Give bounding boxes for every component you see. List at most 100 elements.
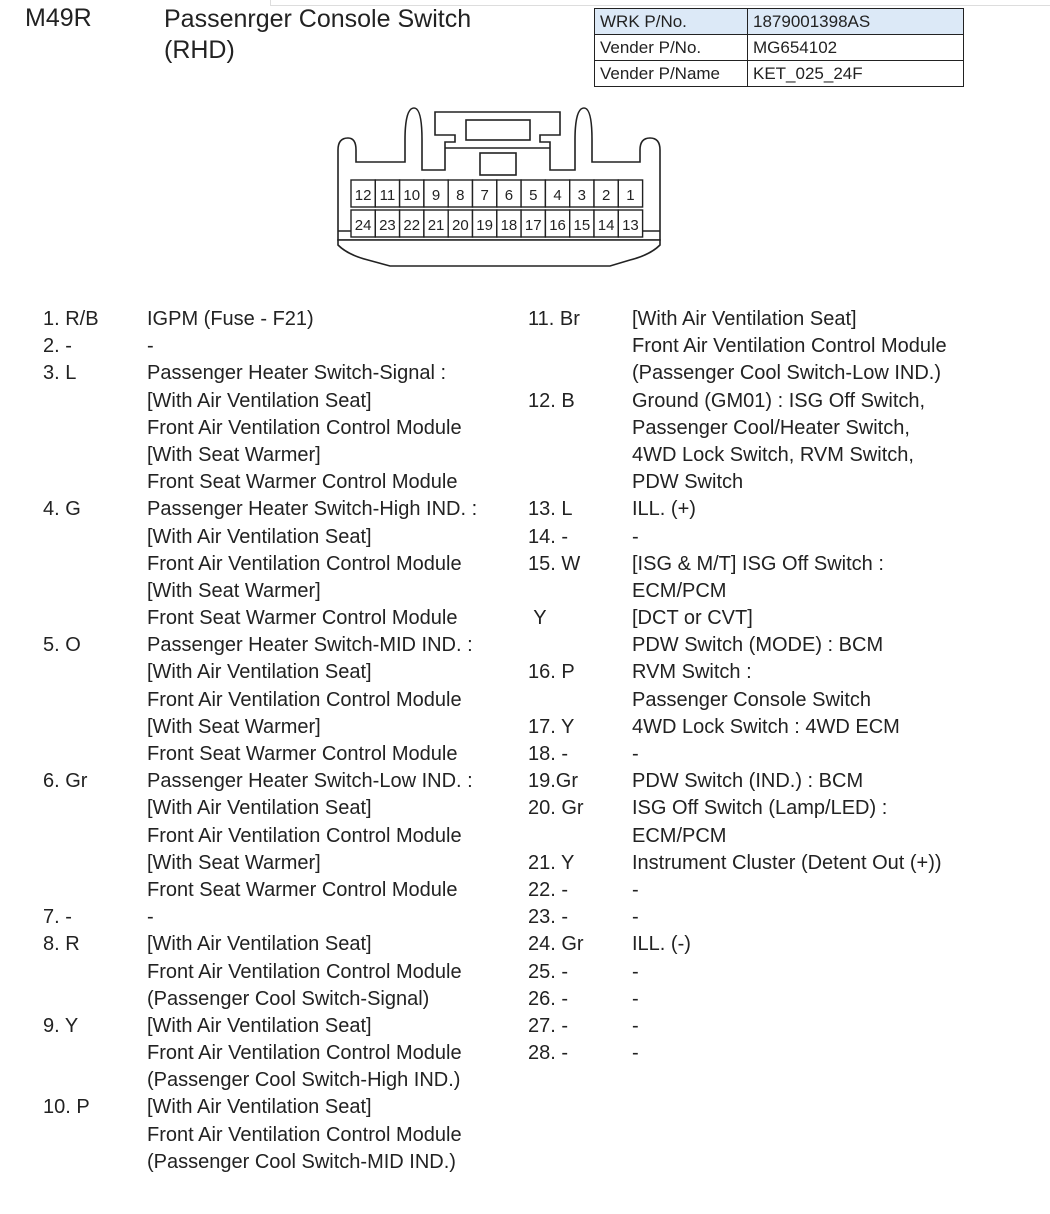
pin-entry: 15. W[ISG & M/T] ISG Off Switch :ECM/PCM <box>528 551 947 605</box>
pin-row: Front Seat Warmer Control Module <box>43 605 477 632</box>
pin-number: 13 <box>622 217 639 234</box>
pin-number: 14 <box>598 217 615 234</box>
pin-label <box>43 741 147 768</box>
pin-description: [With Air Ventilation Seat] <box>147 525 372 548</box>
pin-list-right: 11. Br[With Air Ventilation Seat]Front A… <box>528 306 947 1067</box>
pin-label <box>43 1040 147 1067</box>
pin-cavity <box>423 179 449 208</box>
pin-label <box>43 415 147 442</box>
pin-row: 25. -- <box>528 959 947 986</box>
pin-label <box>43 1122 147 1149</box>
pin-label: 23. - <box>528 906 569 929</box>
pin-entry: 23. - - <box>528 904 947 931</box>
pin-number: 12 <box>355 187 372 204</box>
pin-row: 14. -- <box>528 524 947 551</box>
pin-description: Passenger Heater Switch-High IND. : <box>147 498 478 521</box>
pin-row: [With Air Ventilation Seat] <box>43 388 477 415</box>
pin-description: Front Air Ventilation Control Module <box>147 1123 462 1146</box>
pin-label <box>528 360 632 387</box>
pin-number: 10 <box>403 187 420 204</box>
pin-description: Passenger Console Switch <box>632 688 872 711</box>
pin-description: - <box>147 335 154 358</box>
pin-label: 10. P <box>43 1096 90 1119</box>
pin-row: 18. -- <box>528 741 947 768</box>
pin-label <box>43 714 147 741</box>
part-number-table: WRK P/No.1879001398AS Vender P/No.MG6541… <box>594 8 964 87</box>
pin-description: ISG Off Switch (Lamp/LED) : <box>632 797 888 820</box>
pin-label <box>528 333 632 360</box>
pin-description: (Passenger Cool Switch-Low IND.) <box>632 362 941 385</box>
pin-description: Front Air Ventilation Control Module <box>147 960 462 983</box>
pin-description: Front Seat Warmer Control Module <box>147 607 458 630</box>
pin-entry: 26. -- <box>528 986 947 1013</box>
pin-description: - <box>632 525 639 548</box>
pin-label <box>43 687 147 714</box>
pin-label: 12. B <box>528 389 575 412</box>
pin-entry: 28. -- <box>528 1040 947 1067</box>
pin-description: (Passenger Cool Switch-MID IND.) <box>147 1150 456 1173</box>
pin-label <box>43 578 147 605</box>
pin-description: 4WD Lock Switch : 4WD ECM <box>632 715 900 738</box>
pin-description: ECM/PCM <box>632 579 727 602</box>
pin-description: RVM Switch : <box>632 661 752 684</box>
table-label: Vender P/Name <box>594 60 748 87</box>
pin-cavity <box>374 179 401 208</box>
pin-description: Instrument Cluster (Detent Out (+)) <box>632 851 942 874</box>
pin-description: - <box>632 906 639 929</box>
pin-description: Front Air Ventilation Control Module <box>147 824 462 847</box>
pin-row: Y[DCT or CVT] <box>528 605 947 632</box>
pin-cavity <box>471 179 498 208</box>
pin-description: - <box>632 743 639 765</box>
pin-entry: 22. -- <box>528 877 947 904</box>
pin-label <box>43 551 147 578</box>
pin-number: 11 <box>380 187 396 204</box>
pin-row: 28. -- <box>528 1040 947 1067</box>
title-line-1: Passenrger Console Switch <box>164 5 472 33</box>
pin-cavity <box>471 209 498 238</box>
pin-row: 11. Br[With Air Ventilation Seat] <box>528 306 947 333</box>
pin-label <box>528 632 632 659</box>
pin-number: 7 <box>480 187 488 204</box>
pin-description: [With Air Ventilation Seat] <box>147 933 372 956</box>
pin-row: Front Air Ventilation Control Module <box>43 959 477 986</box>
pin-cavity <box>520 209 547 238</box>
pin-label: 7. - <box>43 906 72 929</box>
pin-number: 17 <box>525 217 542 234</box>
pin-row: Front Air Ventilation Control Module <box>43 823 477 850</box>
pin-description: [With Air Ventilation Seat] <box>147 1096 372 1119</box>
pin-description: Front Seat Warmer Control Module <box>147 878 458 901</box>
pin-label: 2. - <box>43 335 72 358</box>
pin-number: 19 <box>476 217 493 234</box>
pin-description: 4WD Lock Switch, RVM Switch, <box>632 443 914 466</box>
pin-row: (Passenger Cool Switch-High IND.) <box>43 1067 477 1094</box>
pin-entry: 27. -- <box>528 1013 947 1040</box>
pin-number: 8 <box>456 187 464 204</box>
pin-description: ILL. (+) <box>632 498 696 521</box>
pin-label <box>43 1067 147 1094</box>
connector-title: Passenrger Console Switch (RHD) <box>164 4 471 66</box>
pin-cavity <box>496 179 522 208</box>
pin-label <box>43 469 147 496</box>
pin-entry: 9. Y[With Air Ventilation Seat]Front Air… <box>43 1013 477 1095</box>
pin-row: [With Seat Warmer] <box>43 850 477 877</box>
pin-number: 1 <box>626 187 634 204</box>
table-value: KET_025_24F <box>747 60 964 87</box>
pin-label <box>43 877 147 904</box>
table-row: Vender P/No.MG654102 <box>594 34 964 61</box>
pin-label <box>528 687 632 714</box>
pin-description: [With Air Ventilation Seat] <box>632 308 857 330</box>
pin-label <box>43 659 147 686</box>
pin-label: 6. Gr <box>43 770 88 793</box>
